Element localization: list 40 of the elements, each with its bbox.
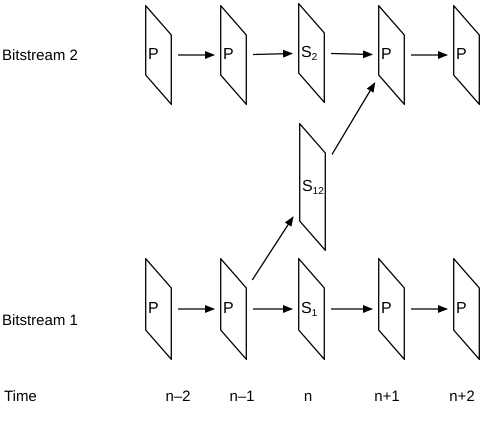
frame-label: S$_{2}$ [301, 45, 318, 61]
frame-label: P [456, 47, 467, 63]
arrow [331, 305, 373, 313]
frame-label: P [381, 301, 392, 317]
frame-parallelogram [378, 258, 405, 360]
arrow [178, 51, 215, 59]
frame-parallelogram [145, 258, 172, 360]
time-label: n–2 [164, 388, 192, 407]
arrow [178, 305, 215, 313]
frame-parallelogram [220, 5, 247, 105]
time-label: n+2 [448, 388, 476, 407]
time-label: n [302, 388, 314, 407]
frame-parallelogram [453, 258, 480, 360]
frame-parallelogram [378, 5, 405, 105]
arrow [252, 216, 294, 280]
frame-label: P [381, 47, 392, 63]
row-label: Bitstream 1 [2, 312, 79, 331]
time-label: Time [4, 388, 38, 407]
frame-label: P [223, 301, 234, 317]
arrow [330, 50, 373, 58]
frame-label: P [148, 301, 159, 317]
row-label: Bitstream 2 [2, 47, 79, 66]
arrow [411, 51, 448, 59]
frame-label: S$_{1}$ [301, 301, 318, 317]
frame-parallelogram [299, 123, 326, 251]
arrow [253, 305, 293, 313]
frame-label: P [148, 47, 159, 63]
frame-label: P [223, 47, 234, 63]
frame-label: S$_{12}$ [302, 179, 324, 195]
arrow [252, 50, 293, 58]
arrow [331, 82, 376, 155]
frame-parallelogram [220, 258, 247, 360]
time-label: n–1 [228, 388, 256, 407]
arrow [411, 305, 448, 313]
time-label: n+1 [373, 388, 401, 407]
frame-parallelogram [298, 3, 325, 103]
frame-parallelogram [453, 5, 480, 105]
frame-parallelogram [298, 258, 325, 360]
frame-parallelogram [145, 5, 172, 105]
frame-label: P [456, 301, 467, 317]
